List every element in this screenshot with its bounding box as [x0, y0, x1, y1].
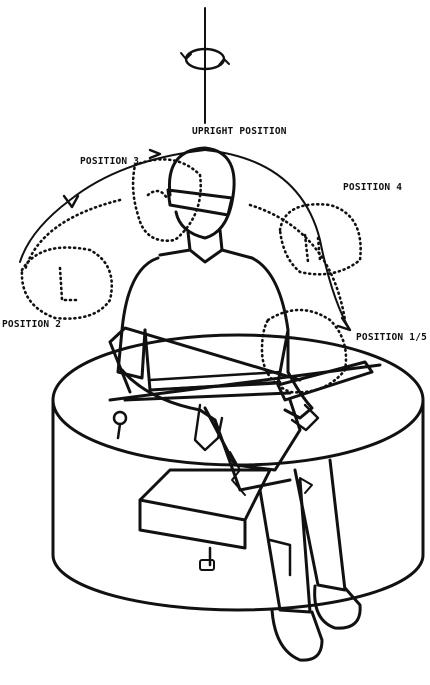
head-position-2-outline [22, 248, 112, 319]
head-position-3-outline [133, 159, 201, 240]
position-1-5-label: POSITION 1/5 [356, 333, 427, 343]
tilt-arc-arrowhead-right [338, 318, 350, 330]
upright-position-label: UPRIGHT POSITION [192, 127, 287, 137]
position-4-label: POSITION 4 [343, 183, 402, 193]
position-2-label: POSITION 2 [2, 320, 61, 330]
position-3-label: POSITION 3 [80, 157, 139, 167]
tilt-arc-arrowhead-left [64, 196, 78, 207]
dotted-path-right [250, 205, 345, 320]
seated-subject [118, 148, 360, 660]
tilt-arc-right [205, 150, 350, 330]
dotted-path-left [25, 200, 120, 270]
